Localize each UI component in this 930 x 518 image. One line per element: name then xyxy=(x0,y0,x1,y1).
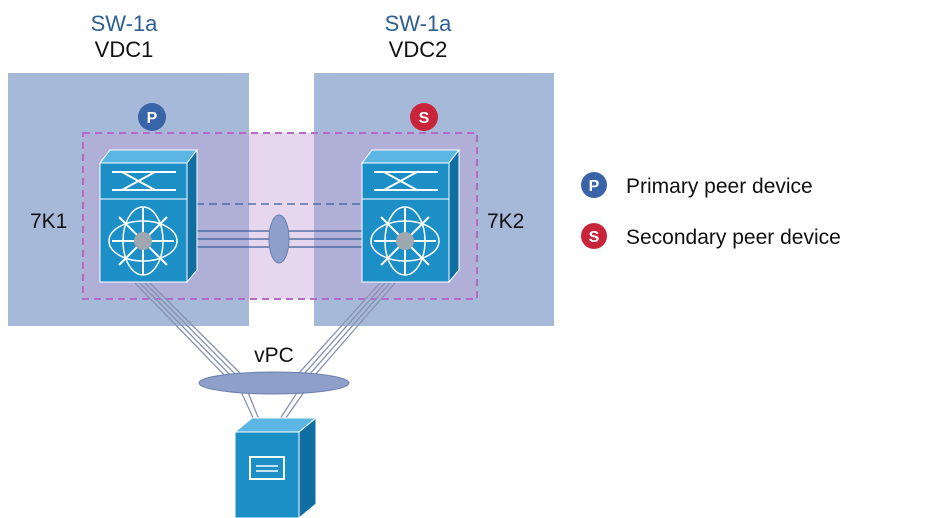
primary-badge-letter: P xyxy=(147,110,158,127)
vdc1-subtitle: VDC1 xyxy=(95,37,154,62)
vpc-domain-border xyxy=(82,132,478,300)
vdc1-title: SW-1a xyxy=(91,11,159,36)
legend-secondary-badge: S xyxy=(589,229,600,246)
legend-primary-badge: P xyxy=(589,178,600,195)
switch-7k2-icon xyxy=(360,148,461,284)
legend-secondary-icon xyxy=(581,223,607,249)
vdc2-subtitle: VDC2 xyxy=(389,37,448,62)
legend-secondary-label: Secondary peer device xyxy=(626,226,841,249)
secondary-badge-letter: S xyxy=(419,110,430,127)
vpc-links-7k2 xyxy=(289,282,396,384)
server-icon xyxy=(233,416,318,518)
legend-primary-icon xyxy=(581,172,607,198)
peer-link-port-channel xyxy=(268,214,290,264)
device-7k1-label: 7K1 xyxy=(30,210,67,233)
vpc-port-channel xyxy=(198,371,350,395)
vpc-label: vPC xyxy=(254,344,294,367)
primary-badge-icon xyxy=(138,103,166,131)
legend: P Primary peer device S Secondary peer d… xyxy=(581,172,841,249)
vdc2-title: SW-1a xyxy=(385,11,453,36)
switch-7k1-icon xyxy=(98,148,199,284)
legend-primary-label: Primary peer device xyxy=(626,175,813,198)
secondary-badge-icon xyxy=(410,103,438,131)
vpc-links-7k1 xyxy=(134,282,251,384)
device-7k2-label: 7K2 xyxy=(487,210,524,233)
